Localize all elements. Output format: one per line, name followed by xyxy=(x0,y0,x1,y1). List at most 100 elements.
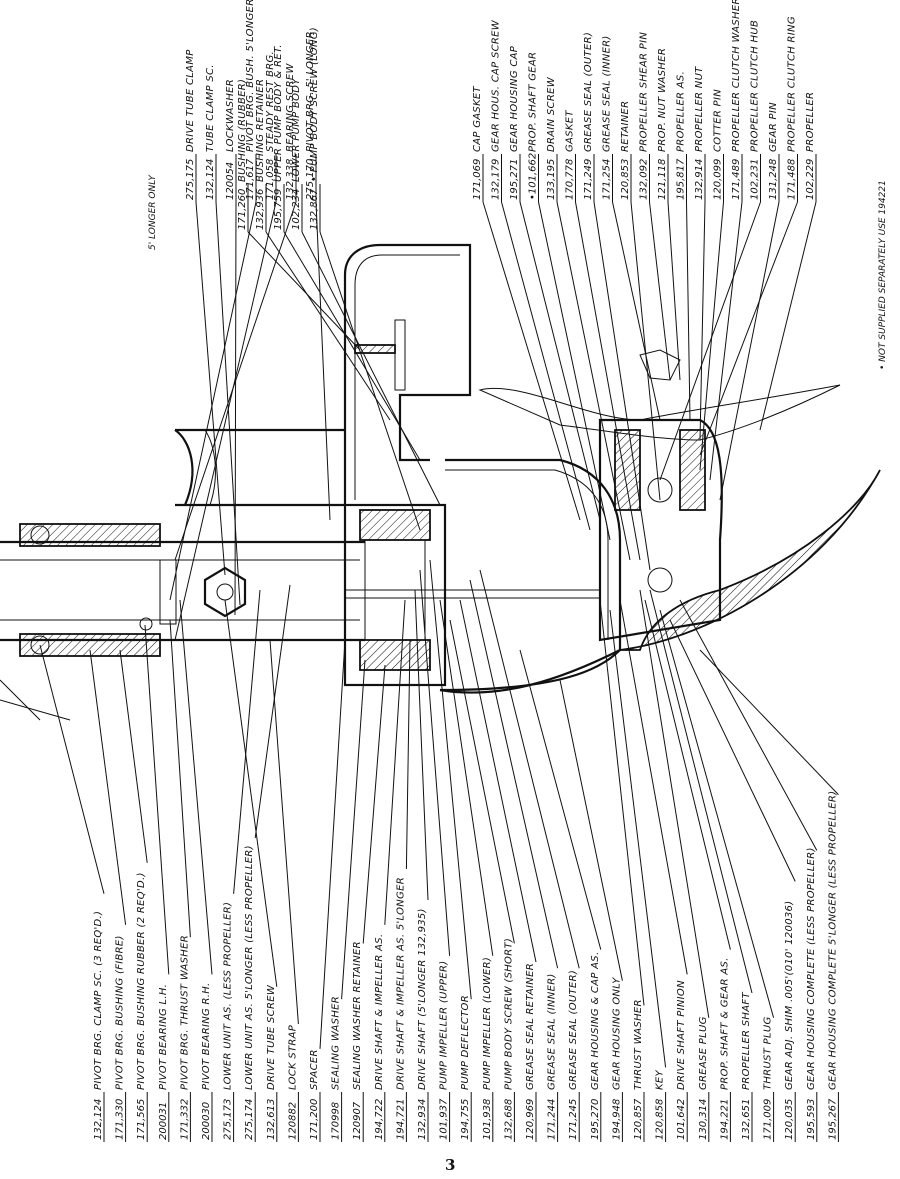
part-number: 101,937 xyxy=(439,1098,450,1140)
bottom-label-23: 195,270 GEAR HOUSING & CAP AS. xyxy=(590,952,602,1142)
part-name: UPPER PUMP BODY & RET. xyxy=(273,44,284,182)
bottom-leader-lines xyxy=(39,559,839,1068)
part-name: PIVOT BEARING L.H. xyxy=(158,984,169,1090)
leader xyxy=(699,201,706,441)
leader xyxy=(699,649,839,795)
part-number: 195,271 xyxy=(509,159,520,200)
pivot-bearing xyxy=(0,523,177,721)
part-name: PIVOT BRG. BUSH. 5'LONGER xyxy=(245,0,256,152)
part-number: 102,231 xyxy=(750,159,761,200)
part-number: 170,778 xyxy=(565,159,576,200)
leader xyxy=(559,679,623,981)
part-name: PROPELLER SHEAR PIN xyxy=(639,32,650,152)
top-label-3: 171,617 PIVOT BRG. BUSH. 5'LONGER xyxy=(245,0,257,202)
part-number: 194,221 xyxy=(719,1099,730,1140)
part-number: 275,170 xyxy=(305,159,316,200)
leader xyxy=(649,589,753,994)
part-name: DRIVE SHAFT (5'LONGER 132,935) xyxy=(417,908,428,1090)
leader xyxy=(439,599,494,956)
part-number: 194,948 xyxy=(611,1099,622,1140)
part-number: 120907 xyxy=(352,1101,363,1140)
part-name: PROPELLER CLUTCH WASHER xyxy=(731,0,742,152)
part-number: 101,938 xyxy=(482,1099,493,1140)
leader xyxy=(39,644,105,894)
part-name: THRUST WASHER xyxy=(633,999,644,1090)
leader xyxy=(89,649,127,925)
part-number: 275,175 xyxy=(185,159,196,200)
leader xyxy=(619,599,688,975)
leader xyxy=(519,649,602,950)
leader xyxy=(612,201,661,421)
leader xyxy=(405,639,411,870)
part-number: 194,721 xyxy=(395,1099,406,1140)
leader xyxy=(667,201,681,381)
leader xyxy=(630,201,661,501)
part-number: •101,662 xyxy=(528,153,539,200)
leader xyxy=(538,201,611,541)
part-name: GEAR HOUSING CAP xyxy=(509,45,520,152)
part-number: 171,200 xyxy=(309,1099,320,1140)
part-name: PIVOT BEARING R.H. xyxy=(201,982,212,1090)
part-number: 171,260 xyxy=(237,189,248,230)
leader xyxy=(479,569,580,969)
leader xyxy=(649,201,671,381)
leader xyxy=(119,649,148,863)
intake-housing xyxy=(343,243,472,505)
part-number: 132,651 xyxy=(741,1099,752,1140)
leader xyxy=(669,619,796,882)
part-name: DRAIN SCREW xyxy=(546,76,557,152)
leader xyxy=(659,609,775,1018)
part-number: 171,617 xyxy=(245,158,256,200)
part-name: PIVOT BRG. THRUST WASHER xyxy=(179,935,190,1090)
part-number: 194,755 xyxy=(460,1099,471,1140)
part-name: GREASE SEAL (OUTER) xyxy=(568,970,579,1090)
part-name: GEAR HOUSING & CAP AS. xyxy=(590,952,601,1090)
part-number: 131,248 xyxy=(768,159,779,200)
leader xyxy=(686,201,691,421)
leader xyxy=(233,589,261,894)
part-name: SEALING WASHER xyxy=(331,996,342,1090)
part-number: 132,688 xyxy=(503,1099,514,1140)
part-number: 195,817 xyxy=(676,158,687,200)
part-number: 102,234 xyxy=(291,189,302,230)
part-number: 195,270 xyxy=(590,1099,601,1140)
leader xyxy=(469,579,559,969)
top-leader-lines xyxy=(169,201,817,641)
leader xyxy=(247,231,361,351)
leader xyxy=(169,201,257,601)
leader xyxy=(315,201,331,521)
leader xyxy=(319,231,421,531)
part-number: 120,853 xyxy=(620,159,631,200)
part-name: LOCKWASHER xyxy=(225,79,236,152)
part-number: 101,642 xyxy=(676,1099,687,1140)
part-number: 132,124 xyxy=(205,159,216,200)
